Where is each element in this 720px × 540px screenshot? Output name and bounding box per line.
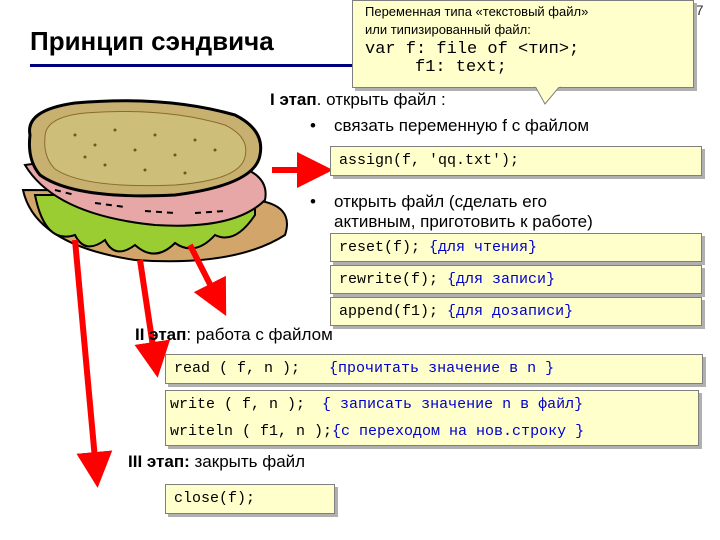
- rewrite-code: rewrite(f);: [339, 271, 439, 288]
- read-comment: {прочитать значение в n }: [329, 360, 555, 377]
- stage1-heading-bold: I этап: [270, 90, 317, 109]
- slide-title: Принцип сэндвича: [30, 26, 274, 56]
- rewrite-code-box: rewrite(f); {для записи}: [330, 265, 702, 294]
- assign-code-box: assign(f, 'qq.txt');: [330, 146, 702, 176]
- write-comment: { записать значение n в файл}: [322, 396, 584, 413]
- callout-line1: Переменная типа «текстовый файл»: [365, 4, 589, 19]
- stage3-heading-bold: III этап:: [128, 452, 190, 471]
- writeln-comment: {с переходом на нов.строку }: [332, 423, 585, 440]
- stage1-bullet1-text: связать переменную f с файлом: [334, 116, 590, 135]
- stage3-heading-rest: закрыть файл: [189, 452, 306, 471]
- stage3-heading: III этап: закрыть файл: [128, 452, 305, 472]
- append-code: append(f1);: [339, 303, 439, 320]
- write-line: write ( f, n ); { записать значение n в …: [170, 391, 698, 418]
- stage1-heading: I этап. открыть файл :: [270, 90, 446, 110]
- callout-code2: f1: text;: [415, 58, 507, 77]
- rewrite-comment: {для записи}: [447, 271, 556, 288]
- stage2-heading-rest: : работа с файлом: [186, 325, 333, 344]
- red-arrow-icon: [187, 243, 227, 317]
- write-code-box: write ( f, n ); { записать значение n в …: [165, 390, 699, 446]
- reset-code: reset(f);: [339, 239, 421, 256]
- stage1-bullet2-line2: активным, приготовить к работе): [334, 212, 593, 231]
- read-code: read ( f, n );: [174, 360, 301, 377]
- read-code-box: read ( f, n ); {прочитать значение в n }: [165, 354, 703, 384]
- stage1-bullet2-line1: открыть файл (сделать его: [334, 192, 547, 211]
- reset-comment: {для чтения}: [429, 239, 538, 256]
- writeln-code: writeln ( f1, n );: [170, 423, 333, 440]
- stage2-heading: II этап: работа с файлом: [135, 325, 333, 345]
- writeln-line: writeln ( f1, n );{с переходом на нов.ст…: [170, 418, 698, 445]
- callout-text: Переменная типа «текстовый файл» или тип…: [365, 3, 588, 77]
- stage1-bullet1: •связать переменную f с файлом: [310, 116, 590, 135]
- type-declaration-callout: Переменная типа «текстовый файл» или тип…: [352, 0, 694, 88]
- append-code-box: append(f1); {для дозаписи}: [330, 297, 702, 326]
- callout-line2: или типизированный файл:: [365, 22, 531, 37]
- stage1-heading-rest: . открыть файл :: [316, 90, 446, 109]
- close-code: close(f);: [174, 490, 256, 507]
- write-code: write ( f, n );: [170, 396, 306, 413]
- reset-code-box: reset(f); {для чтения}: [330, 233, 702, 262]
- append-comment: {для дозаписи}: [447, 303, 574, 320]
- close-code-box: close(f);: [165, 484, 335, 514]
- callout-pointer: [534, 86, 561, 105]
- callout-code1: var f: file of <тип>;: [365, 40, 580, 59]
- stage2-heading-bold: II этап: [135, 325, 187, 344]
- assign-code: assign(f, 'qq.txt');: [339, 152, 520, 169]
- title-underline: [30, 64, 360, 67]
- red-arrow-icon: [134, 259, 171, 378]
- red-arrow-icon: [72, 239, 113, 488]
- stage1-bullet2: • открыть файл (сделать его активным, пр…: [310, 192, 593, 231]
- sandwich-illustration: [21, 99, 288, 263]
